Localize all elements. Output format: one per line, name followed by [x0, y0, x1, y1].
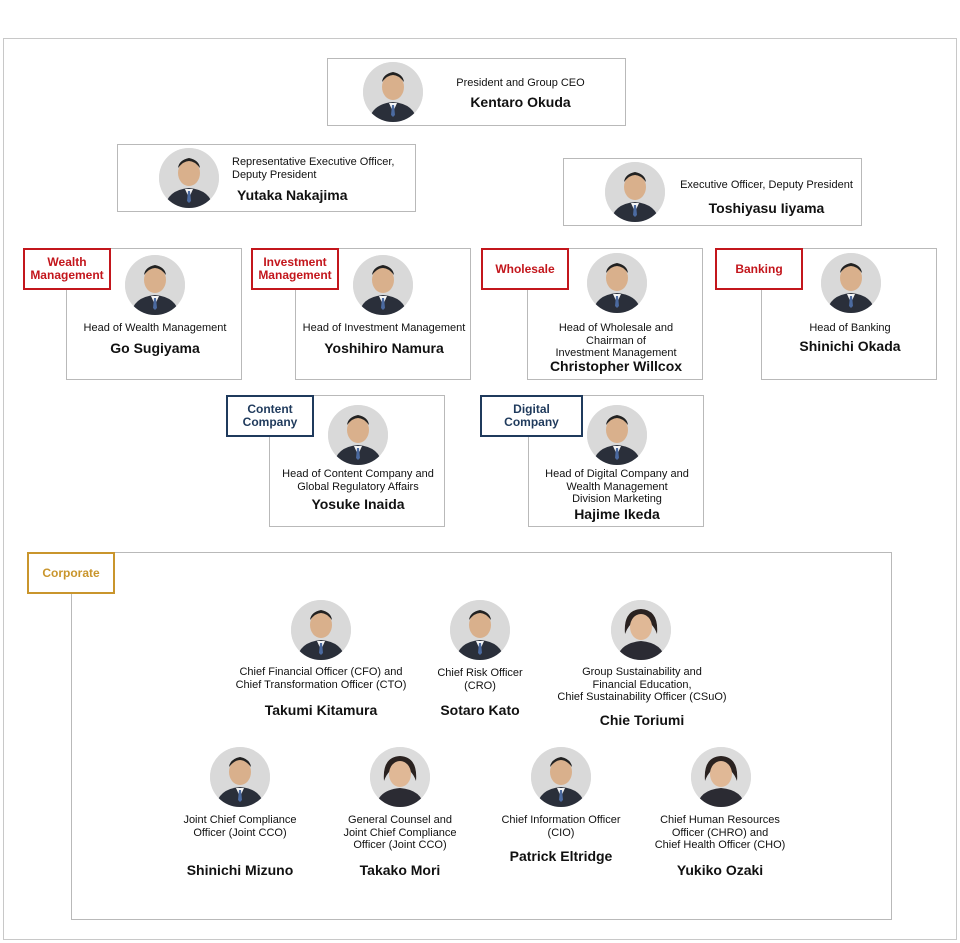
division-tag-investment: Investment Management — [251, 248, 339, 290]
avatar — [605, 162, 665, 222]
deputy-box-1: Representative Executive Officer, Deputy… — [117, 144, 416, 212]
avatar — [587, 253, 647, 313]
corporate-box — [71, 552, 892, 920]
avatar — [159, 148, 219, 208]
officer-role: Chief Information Officer (CIO) — [501, 814, 621, 839]
company-tag-digital: Digital Company — [480, 395, 583, 437]
corporate-tag: Corporate — [27, 552, 115, 594]
division-box-banking: Head of Banking Shinichi Okada — [761, 248, 937, 380]
officer-name: Sotaro Kato — [440, 702, 520, 718]
officer-name: Yukiko Ozaki — [676, 862, 764, 878]
deputy-role: Representative Executive Officer, Deputy… — [232, 156, 395, 181]
officer-role: Chief Human Resources Officer (CHRO) and… — [654, 814, 786, 851]
avatar — [210, 747, 270, 807]
company-role: Head of Content Company and Global Regul… — [282, 468, 434, 493]
division-name: Go Sugiyama — [110, 340, 200, 356]
company-name: Yosuke Inaida — [311, 496, 405, 512]
president-name: Kentaro Okuda — [470, 94, 571, 110]
officer-role: Chief Financial Officer (CFO) and Chief … — [235, 666, 407, 691]
deputy-name: Toshiyasu Iiyama — [708, 200, 825, 216]
division-role: Head of Wealth Management — [83, 322, 227, 334]
avatar — [370, 747, 430, 807]
division-name: Shinichi Okada — [799, 338, 901, 354]
division-role: Head of Wholesale and Chairman of Invest… — [555, 322, 677, 359]
company-box-content: Head of Content Company and Global Regul… — [269, 395, 445, 527]
avatar — [821, 253, 881, 313]
avatar — [450, 600, 510, 660]
company-name: Hajime Ikeda — [574, 506, 660, 522]
officer-role: Chief Risk Officer (CRO) — [437, 667, 523, 692]
officer-name: Chie Toriumi — [599, 712, 685, 728]
division-tag-banking: Banking — [715, 248, 803, 290]
deputy-name: Yutaka Nakajima — [237, 187, 348, 203]
officer-name: Takumi Kitamura — [264, 702, 378, 718]
avatar — [611, 600, 671, 660]
division-role: Head of Banking — [809, 322, 891, 334]
avatar — [291, 600, 351, 660]
avatar — [328, 405, 388, 465]
division-tag-wealth: Wealth Management — [23, 248, 111, 290]
avatar — [353, 255, 413, 315]
deputy-role: Executive Officer, Deputy President — [680, 179, 853, 191]
org-chart-frame — [3, 38, 957, 940]
president-box: President and Group CEO Kentaro Okuda — [327, 58, 626, 126]
company-tag-content: Content Company — [226, 395, 314, 437]
avatar — [125, 255, 185, 315]
division-box-investment: Head of Investment Management Yoshihiro … — [295, 248, 471, 380]
company-role: Head of Digital Company and Wealth Manag… — [545, 468, 689, 505]
officer-role: Group Sustainability and Financial Educa… — [557, 666, 727, 703]
avatar — [531, 747, 591, 807]
officer-name: Patrick Eltridge — [509, 848, 613, 864]
division-role: Head of Investment Management — [302, 322, 466, 334]
officer-name: Shinichi Mizuno — [186, 862, 294, 878]
avatar — [587, 405, 647, 465]
avatar — [691, 747, 751, 807]
deputy-box-2: Executive Officer, Deputy President Tosh… — [563, 158, 862, 226]
division-tag-wholesale: Wholesale — [481, 248, 569, 290]
division-name: Yoshihiro Namura — [324, 340, 444, 356]
president-role: President and Group CEO — [456, 77, 585, 89]
avatar — [363, 62, 423, 122]
officer-role: Joint Chief Compliance Officer (Joint CC… — [183, 814, 297, 839]
division-name: Christopher Willcox — [549, 358, 683, 374]
division-box-wealth: Head of Wealth Management Go Sugiyama — [66, 248, 242, 380]
officer-name: Takako Mori — [359, 862, 441, 878]
officer-role: General Counsel and Joint Chief Complian… — [343, 814, 457, 851]
